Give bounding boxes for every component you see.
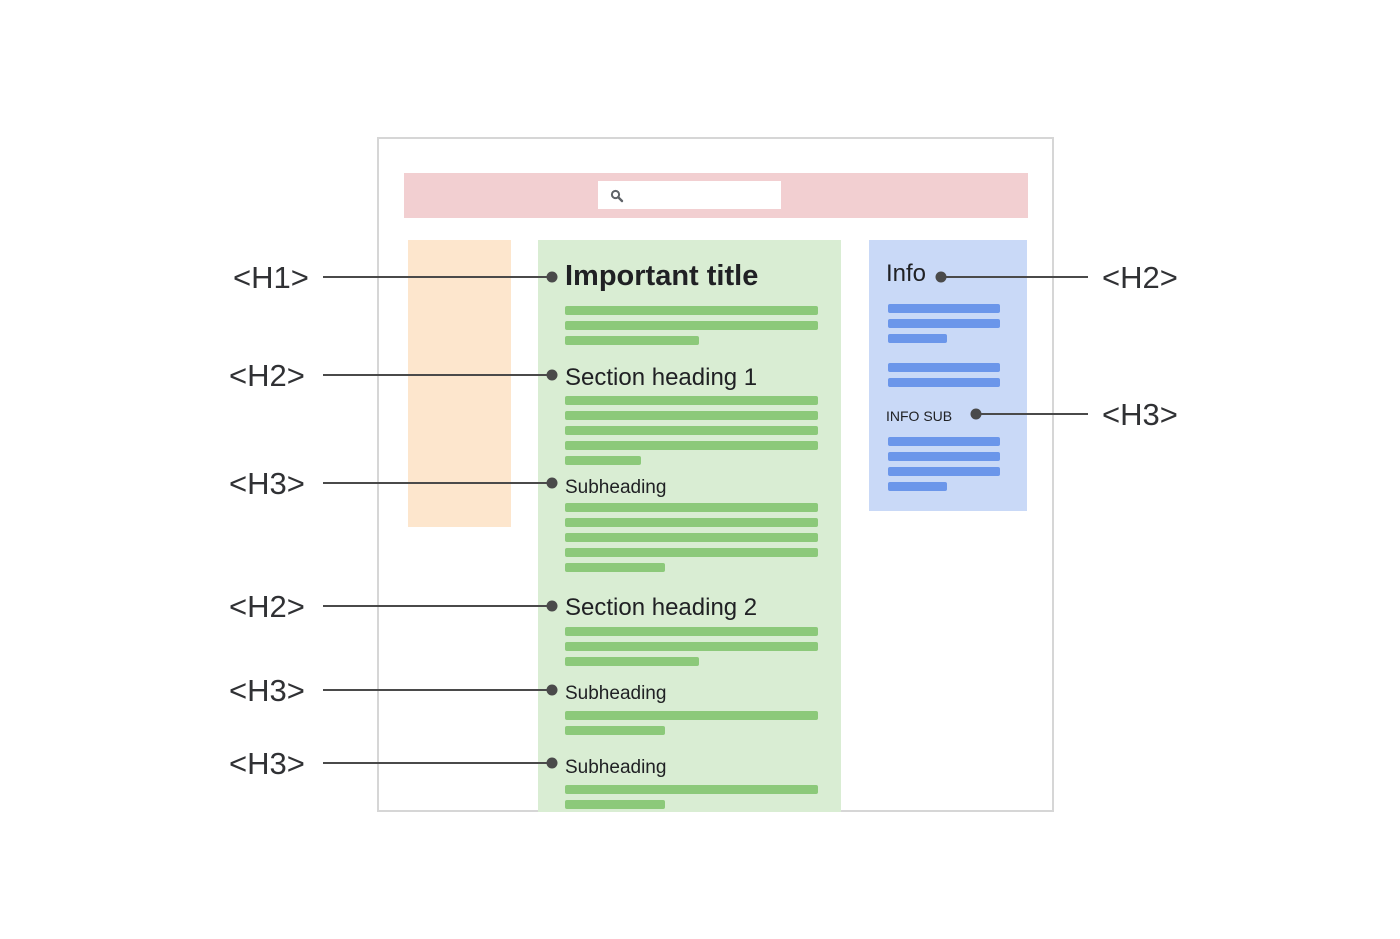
search-input[interactable] xyxy=(598,181,781,209)
leader-dot xyxy=(546,757,558,769)
info-text-line xyxy=(888,378,1000,387)
section-heading-2: Section heading 2 xyxy=(565,594,758,621)
h2-tag-label: <H2> xyxy=(229,358,305,393)
text-line xyxy=(565,627,818,636)
h2-tag-label: <H2> xyxy=(229,589,305,624)
info-heading: Info xyxy=(886,260,927,287)
info-text-line xyxy=(888,319,1000,328)
h3-tag-label: <H3> xyxy=(1102,397,1178,432)
leader-dot xyxy=(970,408,982,420)
text-line xyxy=(565,336,699,345)
info-text-line xyxy=(888,334,947,343)
main-title-h1: Important title xyxy=(565,260,759,292)
info-sidebar xyxy=(869,240,1027,511)
leader-dot xyxy=(546,684,558,696)
info-text-line xyxy=(888,304,1000,313)
text-line xyxy=(565,321,818,330)
text-line xyxy=(565,306,818,315)
h3-tag-label: <H3> xyxy=(229,746,305,781)
text-line xyxy=(565,642,818,651)
text-line xyxy=(565,657,699,666)
text-line xyxy=(565,785,818,794)
left-navigation-column xyxy=(408,240,511,527)
info-text-line xyxy=(888,437,1000,446)
info-subheading: INFO SUB xyxy=(886,408,953,424)
search-icon xyxy=(610,189,624,203)
leader-dot xyxy=(546,271,558,283)
h1-tag-label: <H1> xyxy=(233,260,309,295)
section-heading-1: Section heading 1 xyxy=(565,364,758,391)
text-line xyxy=(565,533,818,542)
text-line xyxy=(565,726,665,735)
text-line xyxy=(565,563,665,572)
text-line xyxy=(565,518,818,527)
text-line xyxy=(565,441,818,450)
text-line xyxy=(565,411,818,420)
info-text-line xyxy=(888,467,1000,476)
leader-dot xyxy=(935,271,947,283)
text-line xyxy=(565,711,818,720)
h2-tag-label: <H2> xyxy=(1102,260,1178,295)
subheading-1: Subheading xyxy=(565,477,667,498)
h3-tag-label: <H3> xyxy=(229,466,305,501)
info-text-line xyxy=(888,452,1000,461)
text-line xyxy=(565,396,818,405)
leader-dot xyxy=(546,369,558,381)
info-text-line xyxy=(888,482,947,491)
subheading-3: Subheading xyxy=(565,757,667,778)
text-line xyxy=(565,503,818,512)
text-line xyxy=(565,426,818,435)
subheading-2: Subheading xyxy=(565,683,667,704)
text-line xyxy=(565,800,665,809)
h3-tag-label: <H3> xyxy=(229,673,305,708)
leader-dot xyxy=(546,477,558,489)
leader-dot xyxy=(546,600,558,612)
info-text-line xyxy=(888,363,1000,372)
text-line xyxy=(565,456,641,465)
text-line xyxy=(565,548,818,557)
